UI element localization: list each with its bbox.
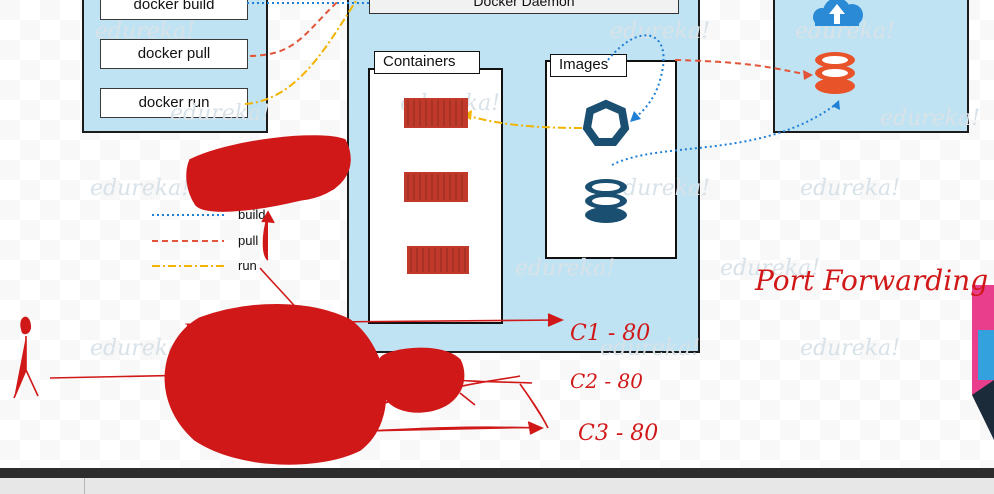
watermark-text: edureka! <box>880 106 980 131</box>
container-icon <box>404 172 468 202</box>
side-logo <box>972 285 994 440</box>
port-range-annotation: 1024 - 60000 <box>205 171 339 195</box>
image-run-connector <box>464 114 583 129</box>
watermark-text: edureka! <box>610 176 710 201</box>
port-2345-annotation: : 2345 <box>255 391 309 411</box>
image-build-connector <box>607 34 665 121</box>
image-push-connector <box>611 104 836 166</box>
watermark-text: edureka! <box>90 176 190 201</box>
docker-daemon-label: Docker Daemon <box>369 0 679 14</box>
cloud-upload-icon <box>813 0 863 26</box>
port-3567-annotation: : 3567 <box>255 423 310 443</box>
images-panel <box>545 60 677 259</box>
image-stack-icon <box>585 179 627 223</box>
arrowhead <box>832 100 840 110</box>
watermark-text: edureka! <box>170 101 270 126</box>
docker-build-command: docker build <box>100 0 248 20</box>
watermark-text: edureka! <box>610 19 710 44</box>
arrowhead <box>803 70 813 80</box>
container-icon <box>407 246 469 274</box>
legend-pull-label: pull <box>238 233 259 248</box>
run-connector <box>244 0 358 105</box>
legend-build-label: build <box>238 207 266 222</box>
docker-run-command: docker run <box>100 88 248 118</box>
legend-run-label: run <box>238 258 257 273</box>
container-1-annotation: C1 - 80 <box>570 321 650 346</box>
container-3-annotation: C3 - 80 <box>578 421 658 446</box>
container-2-annotation: C2 - 80 <box>570 369 643 393</box>
docker-registry-box <box>773 0 969 133</box>
registry-pull-connector <box>674 59 811 76</box>
watermark-text: edureka! <box>95 19 195 44</box>
watermark-text: edureka! <box>720 256 820 281</box>
watermark-text: edureka! <box>800 176 900 201</box>
docker-pull-command: docker pull <box>100 39 248 69</box>
containers-label: Containers <box>374 51 480 74</box>
watermark-text: edureka! <box>515 256 615 281</box>
container-icon <box>404 98 468 128</box>
ip-port-annotation: IP1 : 1234 <box>182 319 287 343</box>
watermark-text: edureka! <box>600 336 700 361</box>
watermark-text: edureka! <box>800 336 900 361</box>
pull-connector <box>249 0 342 57</box>
taskbar-strip <box>0 478 994 494</box>
taskbar-separator <box>84 478 85 494</box>
handwritten-annotations <box>13 135 565 465</box>
image-icon <box>582 99 630 146</box>
registry-image-stack-icon <box>815 52 855 94</box>
host-ip-annotation: IP1 <box>395 369 430 393</box>
port-forwarding-annotation: Port Forwarding <box>754 264 988 297</box>
arrowhead <box>630 111 641 122</box>
